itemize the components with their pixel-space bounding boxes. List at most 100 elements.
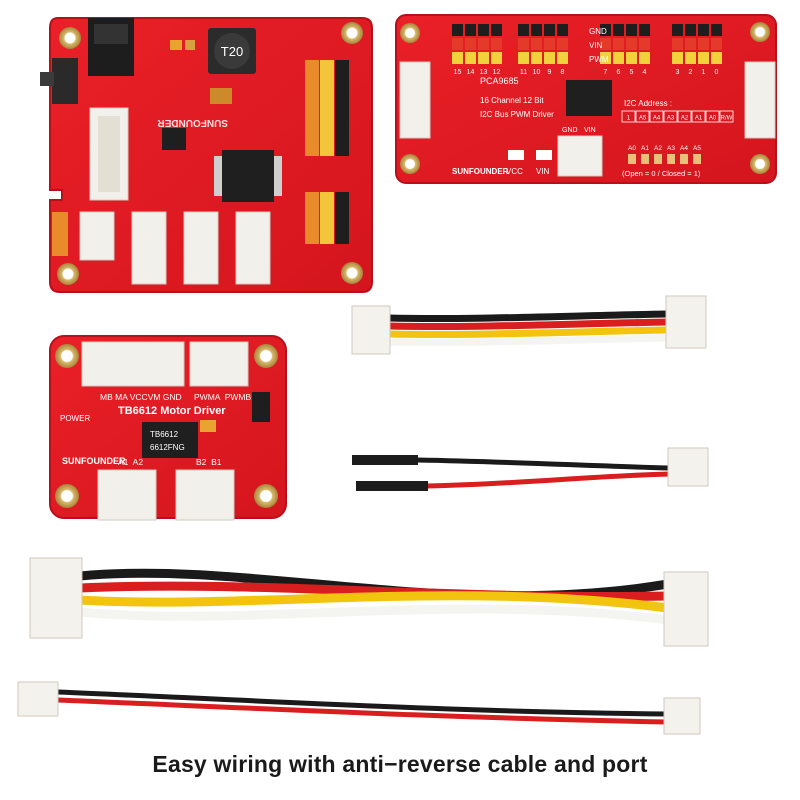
header-pin: [491, 38, 502, 50]
power-label: POWER: [60, 414, 90, 423]
jumper-pad: [654, 154, 662, 164]
addr-bit-label: A5: [639, 116, 647, 122]
plug: [667, 447, 709, 487]
header-pin: [557, 38, 568, 50]
jumper-pad: [641, 154, 649, 164]
servo-header-bottom: [305, 192, 349, 244]
motor-out-right-labels: B2 B1: [196, 457, 222, 467]
plug: [663, 571, 709, 647]
channel-label: 14: [467, 69, 475, 76]
motor-input-connector: [81, 341, 185, 387]
plug: [29, 557, 83, 639]
jumper-pad: [667, 154, 675, 164]
cable-4wire-short: [351, 295, 707, 355]
header-pin: [478, 38, 489, 50]
mounting-hole: [400, 154, 420, 174]
addr-bit-label: A0: [709, 116, 717, 122]
mounting-hole: [57, 263, 79, 285]
pca-brand: SUNFOUNDER: [452, 167, 509, 176]
channel-label: 6: [617, 69, 621, 76]
header-pin: [639, 38, 650, 50]
header-pin: [685, 24, 696, 36]
header-pin: [531, 24, 542, 36]
plug: [665, 295, 707, 349]
chip-line-2: 6612FNG: [150, 443, 185, 452]
addr-bit-label: A1: [695, 116, 703, 122]
motor-pwm-labels: PWMA PWMB: [194, 392, 251, 402]
header-pin: [711, 52, 722, 64]
header-pin: [478, 24, 489, 36]
jumper-pad: [693, 154, 701, 164]
desc-line-1: 16 Channel 12 Bit: [480, 96, 544, 105]
header-pin: [518, 52, 529, 64]
header-pin: [698, 52, 709, 64]
cable-2wire-long: [17, 681, 701, 735]
addr-bit-label: A3: [667, 116, 675, 122]
channel-label: 3: [676, 69, 680, 76]
header-pin: [544, 52, 555, 64]
header-pin: [698, 38, 709, 50]
power-label-gnd: GND: [562, 127, 578, 134]
controller-chip: [222, 150, 274, 202]
header-pin: [711, 38, 722, 50]
header-pin: [518, 38, 529, 50]
inductor-label: T20: [221, 44, 243, 59]
header-pin: [639, 52, 650, 64]
header-pin: [557, 52, 568, 64]
addr-bit-box: [691, 110, 706, 123]
cable-4wire-long: [29, 557, 709, 647]
chip-line-1: TB6612: [150, 430, 179, 439]
rail-label-vin: VIN: [589, 41, 603, 50]
power-switch: [52, 58, 78, 104]
header-pin: [465, 24, 476, 36]
channel-label: 11: [520, 69, 527, 76]
motor-a-output-connector: [97, 469, 157, 521]
mounting-hole: [750, 22, 770, 42]
header-pin: [465, 38, 476, 50]
mounting-hole: [55, 344, 79, 368]
channel-label: 1: [702, 69, 706, 76]
servo-header-top: [305, 60, 349, 156]
jumper-pad: [680, 154, 688, 164]
addr-bit-box: [663, 110, 678, 123]
header-pin: [613, 24, 624, 36]
header-pin: [626, 38, 637, 50]
motor-pin-labels: MB MA VCCVM GND: [100, 392, 182, 402]
motor-board-title: TB6612 Motor Driver: [118, 405, 226, 417]
jumper-label: A5: [693, 145, 701, 152]
motor-b-output-connector: [175, 469, 235, 521]
jumper-label: A4: [680, 145, 688, 152]
grove-connector-right: [744, 61, 776, 139]
header-pin: [491, 24, 502, 36]
rail-label-gnd: GND: [589, 27, 607, 36]
pca9685-chip: [566, 80, 612, 116]
addr-bit-label: R/W: [721, 116, 733, 122]
header-pin: [452, 24, 463, 36]
header-pin: [626, 24, 637, 36]
i2c-connector-row: [79, 211, 271, 285]
channel-label: 15: [454, 69, 462, 76]
motor-driver-chip: [142, 422, 198, 458]
header-pin: [600, 52, 611, 64]
cable-dupont-2wire: [352, 447, 709, 491]
desc-line-2: I2C Bus PWM Driver: [480, 110, 554, 119]
mounting-hole: [341, 22, 363, 44]
jumper-label: A1: [641, 145, 649, 152]
channel-label: 4: [643, 69, 647, 76]
plug: [351, 305, 391, 355]
channel-label: 12: [493, 69, 501, 76]
channel-label: 5: [630, 69, 634, 76]
pwm-input-connector: [189, 341, 249, 387]
motor-out-left-labels: A1 A2: [118, 457, 143, 467]
header-pin: [557, 24, 568, 36]
header-pin: [613, 52, 624, 64]
power-label-vin: VIN: [584, 127, 596, 134]
power-connector: [557, 135, 603, 177]
chip-name: PCA9685: [480, 76, 519, 86]
header-pin: [452, 52, 463, 64]
addr-bit-label: 1: [627, 116, 631, 122]
